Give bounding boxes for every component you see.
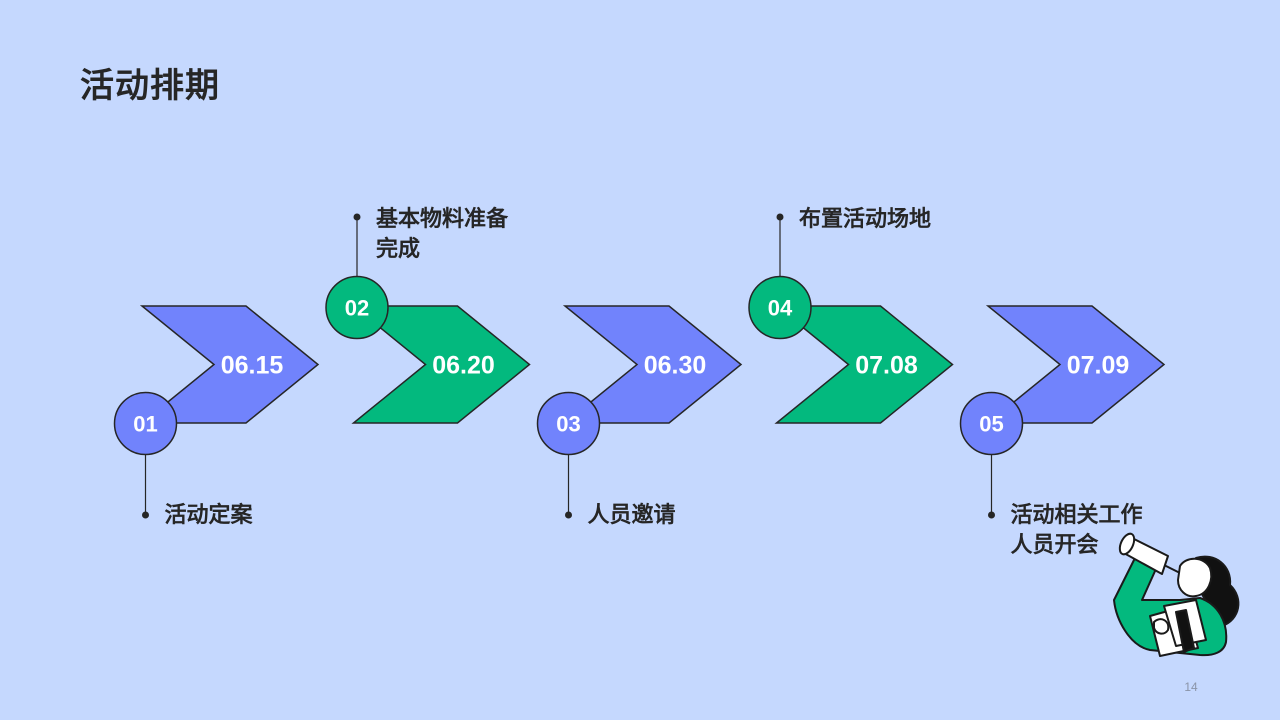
step-number-circle: [748, 275, 812, 340]
chevron-arrow: [774, 305, 954, 424]
bullet-dot: [988, 511, 995, 519]
chevron-arrow: [985, 305, 1166, 424]
step-description: 基本物料准备完成: [376, 207, 509, 262]
step-number: 03: [556, 412, 580, 437]
step-number-circle: [113, 391, 178, 456]
timeline-step: 07.09 05: [959, 305, 1166, 519]
timeline-step: 07.08 04: [748, 213, 954, 424]
step-date: 07.09: [1067, 352, 1130, 380]
page-title: 活动排期: [80, 66, 220, 106]
step-description: 活动定案: [164, 503, 253, 528]
timeline-step: 06.30 03: [536, 305, 743, 519]
step-date: 07.08: [855, 352, 918, 380]
step-date: 06.20: [432, 352, 495, 380]
step-description: 布置活动场地: [799, 207, 932, 232]
step-date: 06.15: [221, 352, 284, 380]
chevron-arrow: [139, 305, 320, 424]
step-number: 04: [768, 296, 793, 321]
person-with-megaphone-illustration: [1113, 532, 1240, 657]
step-number: 05: [979, 412, 1003, 437]
bullet-dot: [776, 213, 784, 221]
step-number-circle: [959, 391, 1024, 456]
bullet-dot: [565, 511, 572, 519]
step-description: 活动相关工作人员开会: [1010, 503, 1143, 558]
chevron-arrow: [351, 305, 531, 424]
step-date: 06.30: [644, 352, 707, 380]
step-number: 02: [345, 296, 369, 321]
step-number: 01: [133, 412, 157, 437]
step-number-circle: [536, 391, 601, 456]
bullet-dot: [353, 213, 361, 221]
timeline-step: 06.20 02: [325, 213, 531, 424]
timeline-step: 06.15 01: [113, 305, 320, 519]
bullet-dot: [142, 511, 149, 519]
step-description: 人员邀请: [587, 503, 676, 528]
chevron-arrow: [562, 305, 743, 424]
step-number-circle: [325, 275, 389, 340]
page-number: 14: [1184, 680, 1198, 694]
